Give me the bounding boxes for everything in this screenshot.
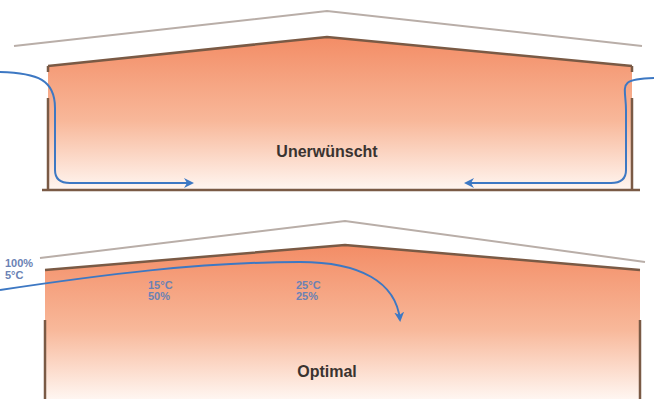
barn-section: Optimal — [38, 215, 648, 399]
barn-section: Unerwünscht — [40, 30, 644, 198]
climate-value: 25°C — [296, 279, 321, 291]
climate-value: 100% — [5, 257, 33, 269]
airflow-arrow — [0, 262, 400, 320]
climate-value: 15°C — [148, 279, 173, 291]
barn-outline — [40, 30, 644, 198]
climate-value: 5°C — [5, 269, 23, 281]
section-title: Unerwünscht — [276, 143, 377, 160]
section-title: Optimal — [297, 363, 357, 380]
climate-value: 50% — [148, 290, 170, 302]
climate-value: 25% — [296, 290, 318, 302]
airflow-arrow — [0, 72, 192, 183]
airflow-arrow — [466, 78, 654, 183]
